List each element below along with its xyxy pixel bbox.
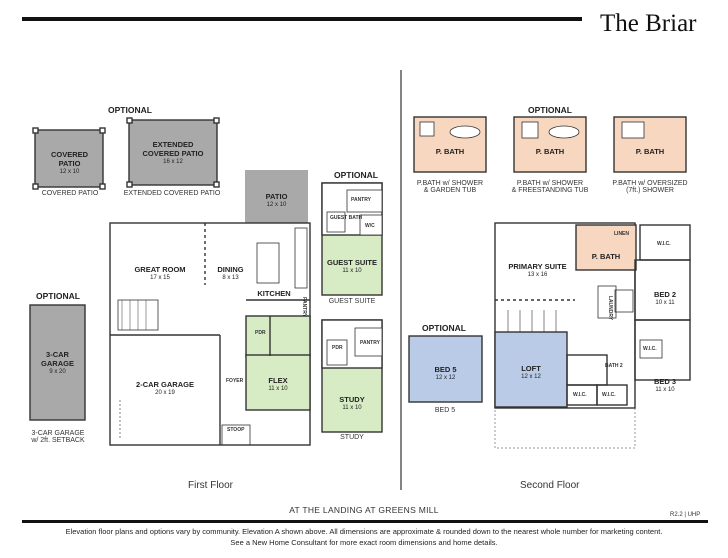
pantry-label-first: PANTRY <box>301 297 307 317</box>
optional-label-bed5: OPTIONAL <box>422 323 466 333</box>
flex-shape <box>245 354 311 411</box>
guest-wic-label: W/C <box>365 223 375 229</box>
wic4-label: W.I.C. <box>602 392 616 398</box>
guest-bath-label: GUEST BATH <box>330 215 363 221</box>
footer-rule <box>22 520 708 523</box>
guest-suite-caption: GUEST SUITE <box>328 298 376 305</box>
pbath-opt-1-caption: P.BATH w/ SHOWER & GARDEN TUB <box>416 180 484 194</box>
wic-label: W.I.C. <box>657 241 671 247</box>
primary-suite-label: PRIMARY SUITE 13 x 16 <box>508 262 567 278</box>
second-floor-label: Second Floor <box>520 480 580 491</box>
dining-label: DINING 8 x 13 <box>217 265 244 281</box>
garage2-label: 2-CAR GARAGE 20 x 19 <box>136 380 194 396</box>
bed5-shape <box>408 335 483 403</box>
study-pdr-label: PDR <box>332 345 343 351</box>
pbath-shape <box>575 224 637 271</box>
top-rule <box>22 17 582 21</box>
garage3-caption: 3-CAR GARAGE w/ 2ft. SETBACK <box>31 430 85 444</box>
loft-label: LOFT 12 x 12 <box>521 364 541 380</box>
flex-label: FLEX 11 x 10 <box>268 376 288 392</box>
optional-label-patios: OPTIONAL <box>108 105 152 115</box>
study-pantry-label: PANTRY <box>360 340 380 346</box>
wic2-label: W.I.C. <box>643 346 657 352</box>
pbath-opt-3-caption: P.BATH w/ OVERSIZED (7ft.) SHOWER <box>612 180 688 194</box>
patio-label: PATIO 12 x 10 <box>265 192 288 208</box>
revision-label: R2.2 | UHP <box>670 512 701 518</box>
optional-label-pbath: OPTIONAL <box>528 105 572 115</box>
great-room-label: GREAT ROOM 17 x 15 <box>134 265 186 281</box>
loft-shape <box>494 331 568 408</box>
patio-shape <box>245 170 308 223</box>
bath2-label: BATH 2 <box>605 363 623 369</box>
covered-patio-caption: COVERED PATIO <box>41 190 99 197</box>
study-caption: STUDY <box>340 434 364 441</box>
disclaimer-line-1: Elevation floor plans and options vary b… <box>65 527 663 536</box>
bed2-label: BED 2 10 x 11 <box>653 290 677 306</box>
pdr-label: PDR <box>255 330 266 336</box>
garage3-shape <box>29 304 86 421</box>
pbath-opt-2-caption: P.BATH w/ SHOWER & FREESTANDING TUB <box>511 180 589 194</box>
plan-title: The Briar <box>600 10 697 37</box>
guest-suite-label: GUEST SUITE 11 x 10 <box>326 258 377 274</box>
pbath-opt-1-label: P. BATH <box>435 147 465 156</box>
garage3-label: 3-CAR GARAGE 9 x 20 <box>41 350 74 375</box>
stoop-label: STOOP <box>227 427 245 433</box>
pbath-opt-3-label: P. BATH <box>635 147 665 156</box>
community-name: AT THE LANDING AT GREENS MILL <box>289 505 439 515</box>
covered-patio-label: COVERED PATIO 12 x 10 <box>50 150 89 175</box>
disclaimer-line-2: See a New Home Consultant for more exact… <box>230 538 498 547</box>
extended-patio-label: EXTENDED COVERED PATIO 16 x 12 <box>142 140 204 165</box>
foyer-label: FOYER <box>226 378 244 384</box>
study-label: STUDY 11 x 10 <box>339 395 365 411</box>
guest-pantry-label: PANTRY <box>351 197 371 203</box>
wic3-label: W.I.C. <box>573 392 587 398</box>
bed5-label: BED 5 12 x 12 <box>434 365 457 381</box>
laundry-label: LAUNDRY <box>607 295 614 321</box>
pbath-opt-2-label: P. BATH <box>535 147 565 156</box>
extended-patio-caption: EXTENDED COVERED PATIO <box>123 190 221 197</box>
optional-label-garage3: OPTIONAL <box>36 291 80 301</box>
covered-patio-shape <box>34 129 104 188</box>
extended-patio-shape <box>128 119 218 186</box>
linen-label: LINEN <box>614 231 629 237</box>
bed5-caption: BED 5 <box>434 407 456 414</box>
bed3-label: BED 3 11 x 10 <box>653 377 677 393</box>
pbath-label: P. BATH <box>591 252 621 261</box>
kitchen-label: KITCHEN <box>257 289 291 298</box>
optional-label-guest: OPTIONAL <box>334 170 378 180</box>
first-floor-label: First Floor <box>188 480 233 491</box>
